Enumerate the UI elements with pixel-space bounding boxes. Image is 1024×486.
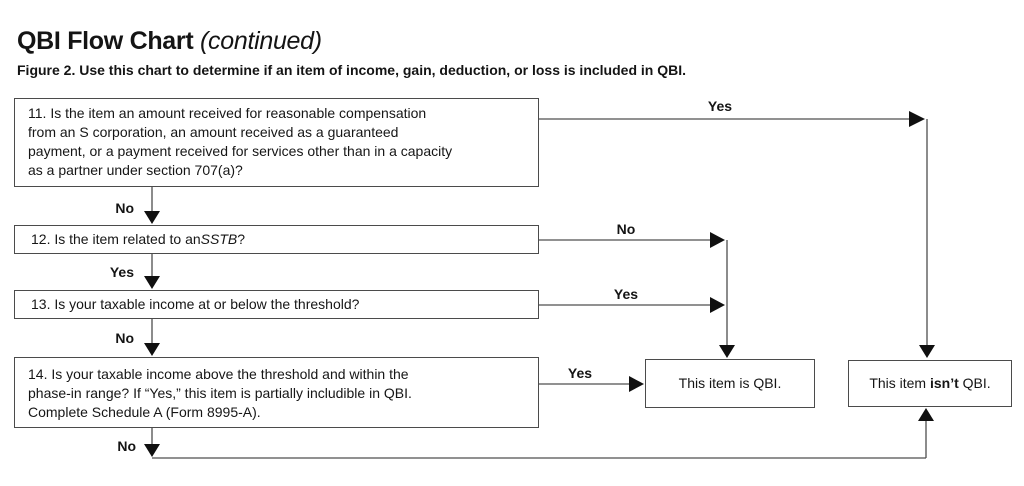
edge-q12-yes-down (144, 254, 160, 289)
edge-q13-no-down (144, 319, 160, 356)
node-question-13: 13. Is your taxable income at or below t… (14, 290, 539, 319)
page-title-continued-note: (continued) (200, 27, 322, 55)
node-question-14: 14. Is your taxable income above the thr… (14, 357, 539, 428)
node-question-12-suffix: ? (237, 231, 246, 247)
node-question-12-sstb-italic: SSTB (200, 231, 238, 247)
edge-label-q12-no: No (616, 221, 636, 237)
node-result-isnt-qbi-bold: isn’t (930, 375, 959, 391)
edge-label-q11-yes: Yes (707, 98, 733, 114)
node-question-12: 12. Is the item related to an SSTB? (14, 225, 539, 254)
edge-label-q13-no: No (115, 330, 134, 346)
edge-junction-rail-down (719, 240, 735, 358)
edge-right-rail-down (919, 119, 935, 358)
page-title: QBI Flow Chart (continued) (17, 27, 322, 56)
edge-label-q14-yes: Yes (567, 365, 593, 381)
node-result-isnt-qbi-suffix: QBI. (958, 375, 991, 391)
edge-label-q14-no: No (117, 438, 136, 454)
node-result-is-qbi: This item is QBI. (645, 359, 815, 408)
page-title-text: QBI Flow Chart (17, 27, 194, 55)
edge-q11-no-down (144, 187, 160, 224)
node-question-12-text: 12. Is the item related to an (31, 231, 201, 247)
edge-label-q11-no: No (115, 200, 134, 216)
node-result-isnt-qbi-prefix: This item (869, 375, 930, 391)
edge-label-q13-yes: Yes (613, 286, 639, 302)
node-result-isnt-qbi: This item isn’t QBI. (848, 360, 1012, 407)
figure-caption: Figure 2. Use this chart to determine if… (17, 62, 686, 78)
edge-label-q12-yes: Yes (109, 264, 134, 280)
node-question-11: 11. Is the item an amount received for r… (14, 98, 539, 187)
